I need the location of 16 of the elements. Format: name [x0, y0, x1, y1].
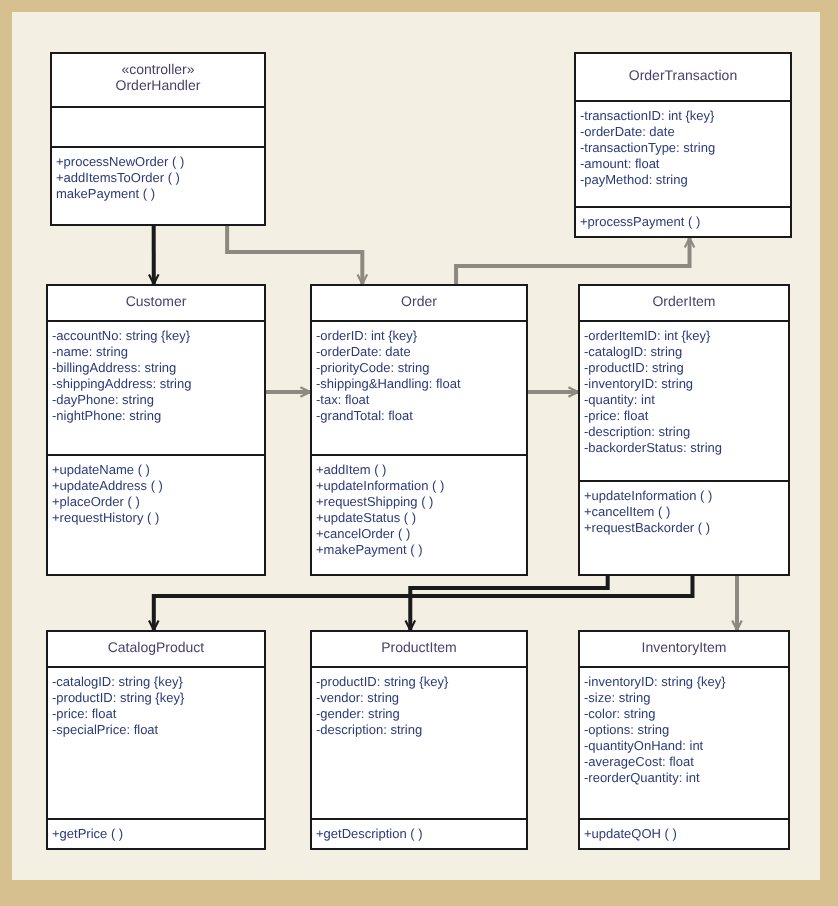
- association-arrow: [147, 576, 695, 632]
- association-arrow: [528, 386, 580, 398]
- association-arrow: [225, 226, 369, 286]
- association-arrow: [266, 386, 312, 398]
- class-box: [46, 630, 266, 850]
- class-box: [310, 284, 528, 576]
- class-box: [578, 284, 790, 576]
- association-arrow: [147, 226, 160, 286]
- class-box: [574, 52, 792, 238]
- class-box: [310, 630, 528, 850]
- class-box: [46, 284, 266, 576]
- class-box: [50, 52, 266, 226]
- association-arrow: [454, 236, 696, 284]
- class-box: [578, 630, 790, 850]
- association-arrow: [404, 576, 610, 632]
- association-arrow: [731, 576, 743, 632]
